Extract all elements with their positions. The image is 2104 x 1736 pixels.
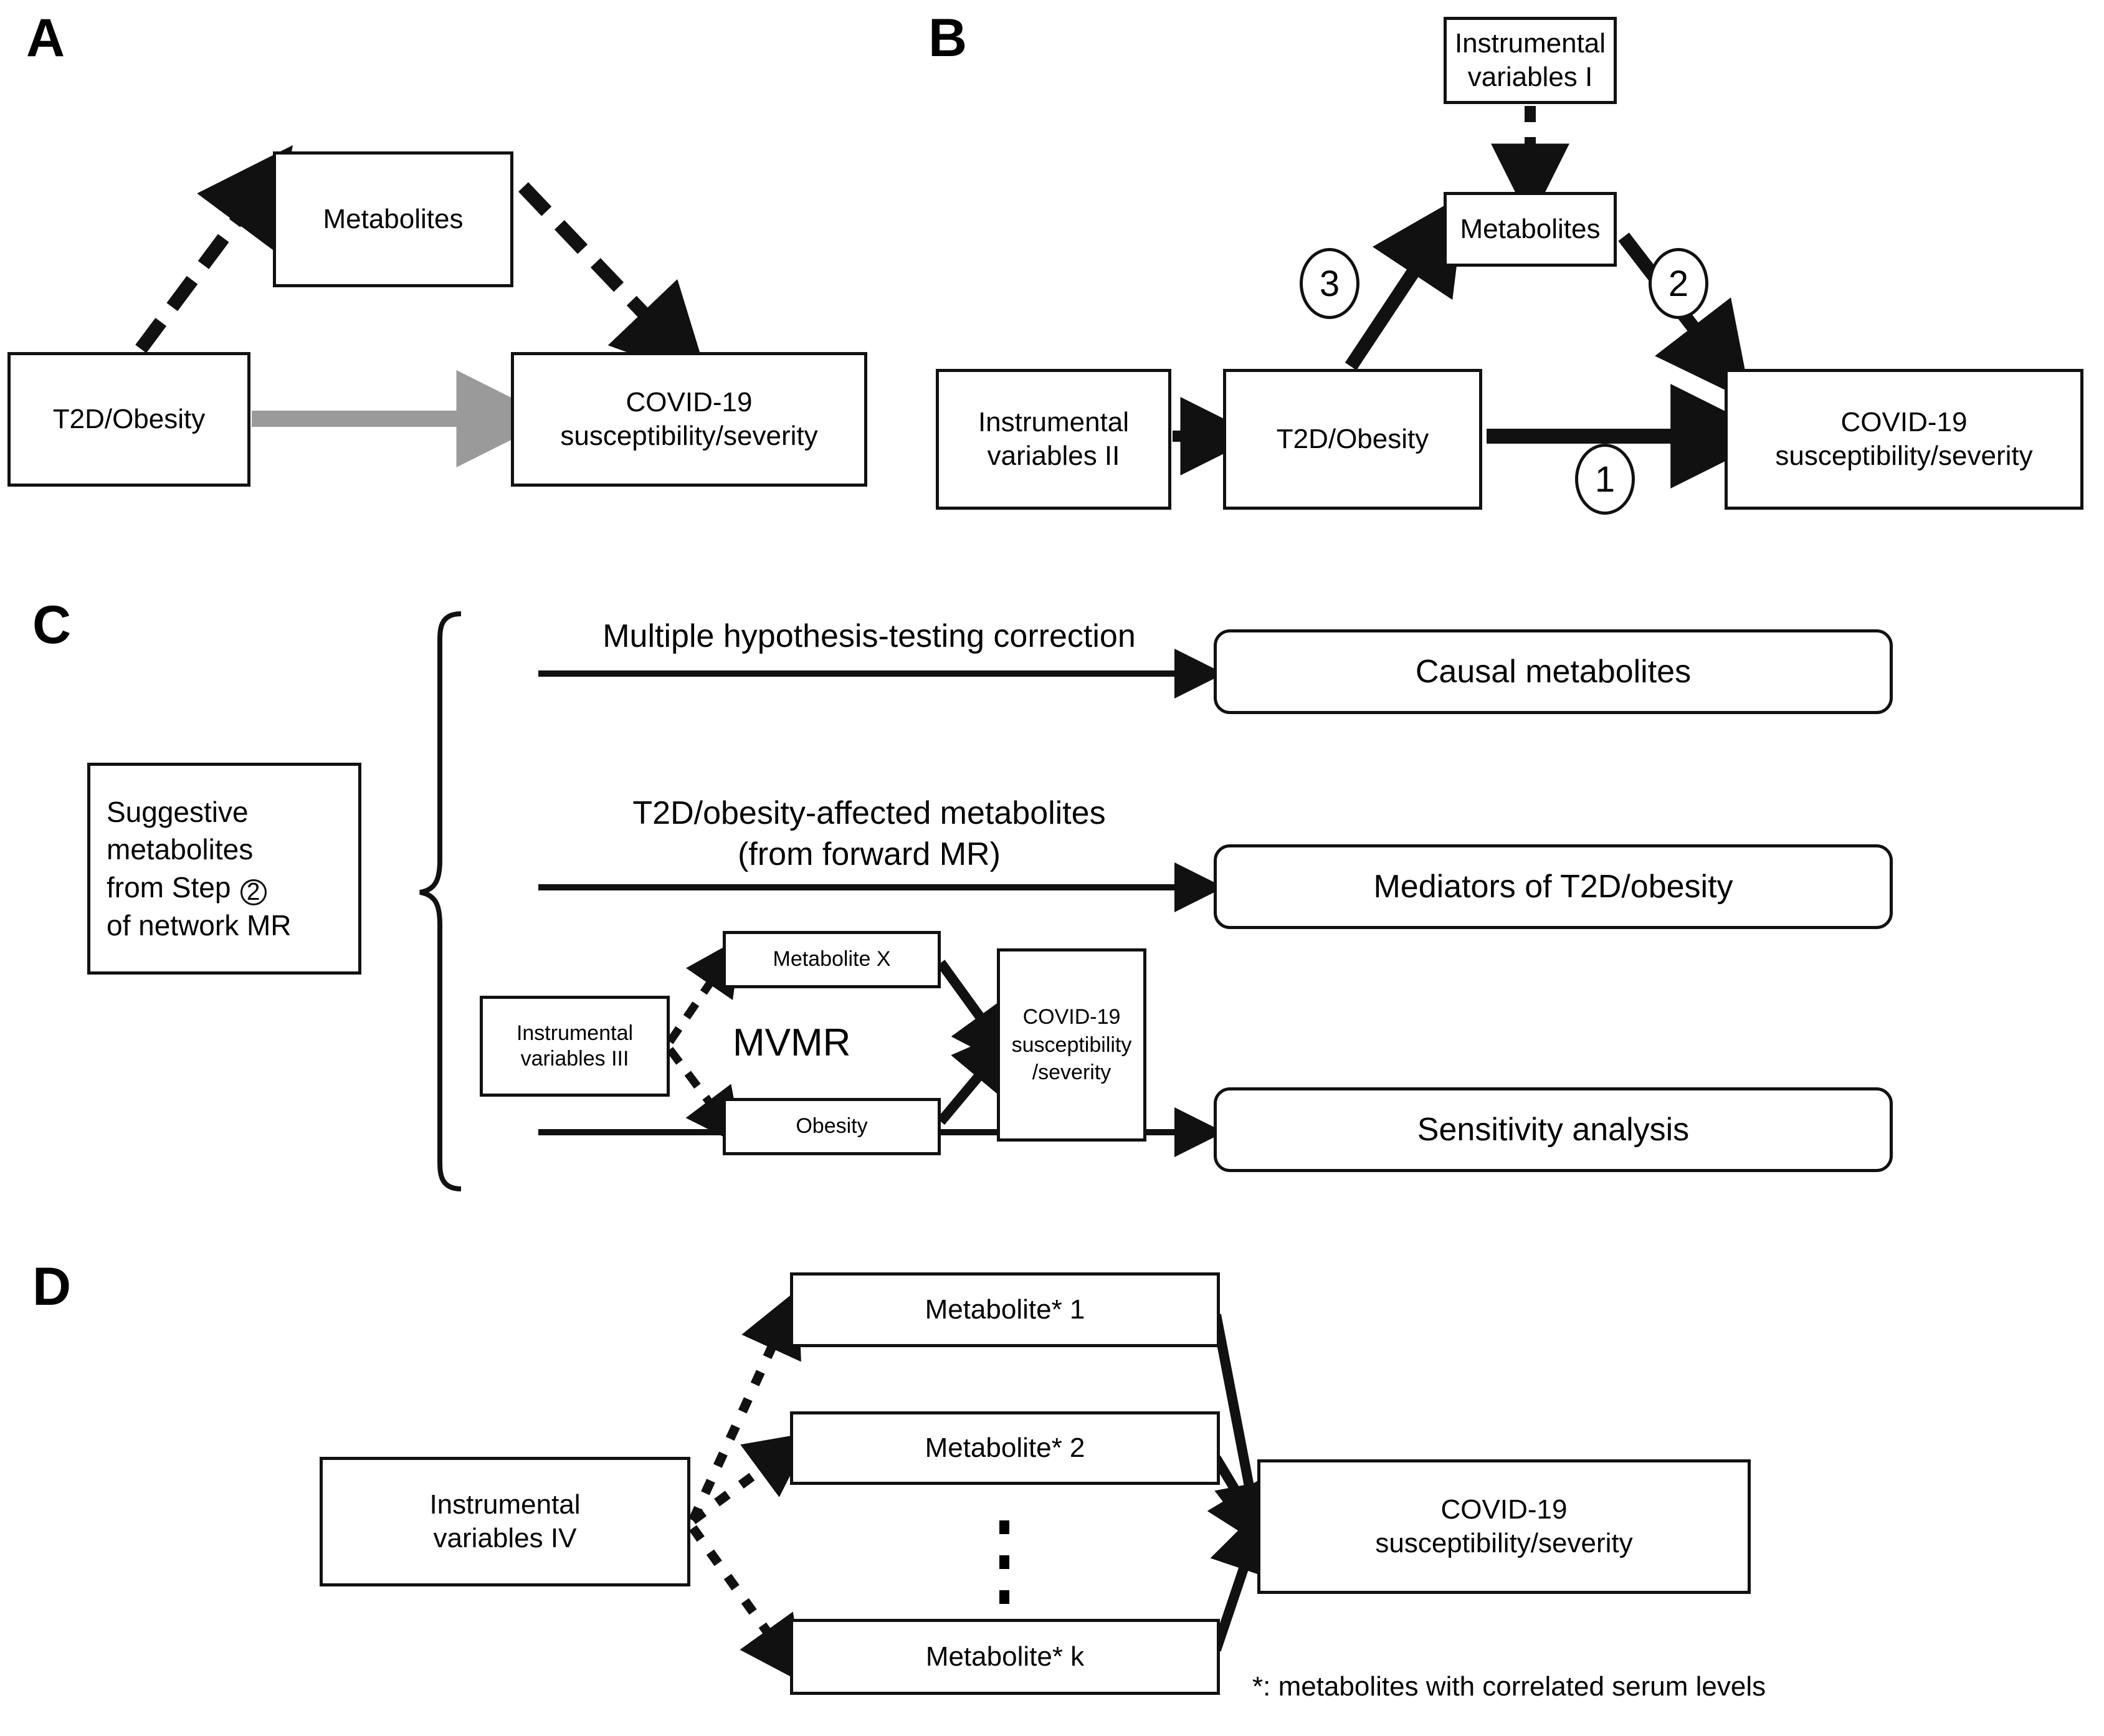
panel-d-box-metabolite-k: Metabolite* k <box>790 1619 1220 1695</box>
panel-d-box-iv4: Instrumental variables IV <box>320 1457 690 1586</box>
panel-b-box-exposure: T2D/Obesity <box>1223 369 1482 510</box>
panel-d-box-outcome: COVID-19 susceptibility/severity <box>1257 1459 1751 1594</box>
panel-a-box-outcome: COVID-19 susceptibility/severity <box>511 352 867 487</box>
panel-d-arrow-metabolitek-to-outcome <box>1210 1503 1277 1652</box>
panel-d-letter: D <box>32 1257 72 1317</box>
panel-c-source-line1: Suggestive <box>107 795 249 828</box>
panel-c-branch-2-label-line2: (from forward MR) <box>738 836 1001 872</box>
panel-b-arrow-exposure-to-metabolites <box>1345 193 1466 371</box>
panel-d-box-metabolite-2: Metabolite* 2 <box>790 1411 1220 1485</box>
panel-c-mvmr-box-iv3: Instrumental variables III <box>480 996 670 1097</box>
panel-b-step-3-badge: 3 <box>1300 248 1359 319</box>
panel-d-vertical-ellipsis-icon <box>999 1520 1009 1604</box>
panel-c-mvmr-arrow-iv-to-metabolitex <box>666 937 741 1044</box>
panel-a-box-metabolites: Metabolites <box>273 151 513 287</box>
panel-d-box-metabolite-1: Metabolite* 1 <box>790 1272 1220 1347</box>
panel-a-box-exposure: T2D/Obesity <box>7 352 250 487</box>
panel-d-footnote: *: metabolites with correlated serum lev… <box>1252 1671 1766 1702</box>
panel-c-mvmr-arrow-metabolitex-to-outcome <box>936 960 1021 1073</box>
panel-b-step-2-badge: 2 <box>1649 248 1708 319</box>
panel-a-letter: A <box>26 8 65 68</box>
panel-c-mvmr-arrow-iv-to-obesity <box>666 1047 743 1147</box>
panel-d-arrow-iv-to-metabolite1 <box>688 1289 801 1523</box>
panel-c-source-step-badge: 2 <box>240 879 267 906</box>
panel-c-mvmr-box-outcome: COVID-19 susceptibility /severity <box>997 948 1146 1142</box>
panel-b-step-1-badge: 1 <box>1575 444 1635 515</box>
panel-b-box-outcome: COVID-19 susceptibility/severity <box>1725 369 2083 510</box>
panel-b-box-iv2: Instrumental variables II <box>936 369 1171 510</box>
panel-c-branch-1-label: Multiple hypothesis-testing correction <box>602 618 1136 654</box>
panel-c-mvmr-title: MVMR <box>733 1021 851 1064</box>
panel-b-box-metabolites: Metabolites <box>1444 192 1617 267</box>
panel-d-arrow-iv-to-metabolite2 <box>690 1432 812 1525</box>
panel-c-result-causal-metabolites: Causal metabolites <box>1214 629 1893 714</box>
panel-c-mvmr-box-obesity: Obesity <box>723 1098 941 1155</box>
panel-b-box-iv1: Instrumental variables I <box>1444 17 1617 104</box>
panel-b-letter: B <box>928 8 968 68</box>
panel-c-result-mediators: Mediators of T2D/obesity <box>1214 844 1893 929</box>
panel-d-arrow-metabolite1-to-outcome <box>1211 1314 1283 1553</box>
panel-c-source-line3: from Step 2 <box>107 869 267 907</box>
panel-c-mvmr-arrow-obesity-to-outcome <box>936 1024 1023 1125</box>
panel-c-letter: C <box>32 595 72 655</box>
panel-c-branch-2-label-line1: T2D/obesity-affected metabolites <box>632 795 1106 831</box>
panel-c-box-source: Suggestive metabolites from Step 2 of ne… <box>87 763 361 975</box>
panel-c-result-sensitivity: Sensitivity analysis <box>1214 1087 1893 1172</box>
panel-c-source-line2: metabolites <box>107 833 254 866</box>
panel-c-source-line3-text: from Step <box>107 871 231 904</box>
panel-a-arrow-exposure-to-metabolites <box>135 145 293 353</box>
panel-d-arrow-iv-to-metabolitek <box>688 1525 805 1684</box>
panel-c-brace <box>419 611 462 1191</box>
panel-c-mvmr-box-metabolite-x: Metabolite X <box>723 931 941 988</box>
panel-a-arrow-metabolites-to-outcome <box>518 182 709 382</box>
panel-c-source-line4: of network MR <box>107 909 292 942</box>
panel-d-arrow-metabolite2-to-outcome <box>1207 1455 1273 1553</box>
